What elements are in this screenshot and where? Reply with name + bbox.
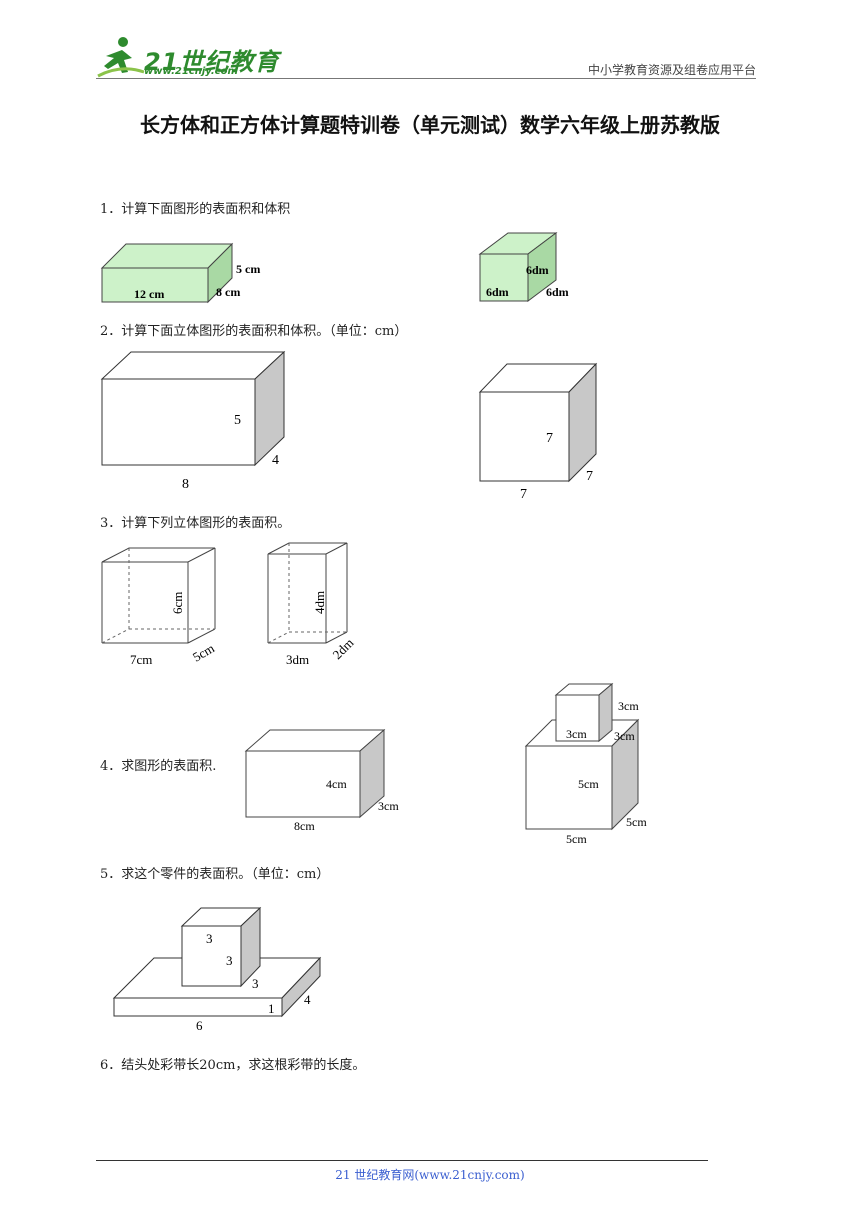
- q1-cube-figure: 6dm 6dm 6dm: [478, 232, 569, 302]
- q1-cuboid-figure: 12 cm 5 cm 8 cm: [100, 242, 260, 304]
- q3a-height-label: 6cm: [170, 592, 185, 614]
- q1a-height-label: 5 cm: [236, 262, 260, 276]
- q3a-width-label: 5cm: [190, 640, 217, 664]
- q3-cuboid-b-figure: 4dm 3dm 2dm: [267, 542, 356, 667]
- footer-link[interactable]: 21 世纪教育网(www.21cnjy.com): [335, 1168, 525, 1182]
- q1b-side-label: 6dm: [546, 285, 569, 299]
- question-2-text: 2．计算下面立体图形的表面积和体积。（单位：cm）: [100, 324, 408, 339]
- q5-base-width-label: 4: [304, 992, 311, 1007]
- q4b-big-height-label: 5cm: [578, 777, 599, 791]
- question-6-text: 6．结头处彩带长20cm，求这根彩带的长度。: [100, 1058, 366, 1073]
- q2a-width-label: 4: [272, 453, 279, 468]
- q4b-small-front-label: 3cm: [566, 727, 587, 741]
- q1a-length-label: 12 cm: [134, 287, 164, 301]
- q4b-small-top-label: 3cm: [618, 699, 639, 713]
- question-3-text: 3．计算下列立体图形的表面积。: [100, 516, 291, 531]
- question-1-text: 1．计算下面图形的表面积和体积: [100, 202, 291, 217]
- question-4-text: 4．求图形的表面积.: [100, 759, 217, 774]
- q4-cuboid-figure: 4cm 3cm 8cm: [244, 728, 399, 833]
- q2a-length-label: 8: [182, 477, 189, 492]
- q3b-height-label: 4dm: [312, 591, 327, 614]
- q4b-big-length-label: 5cm: [566, 832, 587, 846]
- q4b-small-side-label: 3cm: [614, 729, 635, 743]
- q1b-top-label: 6dm: [526, 263, 549, 277]
- q5-cube-front-label: 3: [226, 953, 233, 968]
- q4b-big-width-label: 5cm: [626, 815, 647, 829]
- q5-part-figure: 3 3 3 1 4 6: [112, 906, 322, 1033]
- q4a-length-label: 8cm: [294, 819, 315, 833]
- q5-cube-depth-label: 3: [252, 976, 259, 991]
- q5-cube-top-label: 3: [206, 931, 213, 946]
- logo-text: 21世纪教育: [144, 48, 280, 76]
- q3a-length-label: 7cm: [130, 652, 152, 667]
- footer-divider: [96, 1160, 708, 1161]
- logo-runner-icon: [97, 37, 145, 78]
- question-5-text: 5．求这个零件的表面积。（单位：cm）: [100, 867, 330, 882]
- q2-cuboid-figure: 5 4 8: [100, 350, 286, 492]
- q2b-width-label: 7: [586, 469, 593, 484]
- q4a-width-label: 3cm: [378, 799, 399, 813]
- q2b-height-label: 7: [546, 431, 553, 446]
- q2a-height-label: 5: [234, 413, 241, 428]
- page-title: 长方体和正方体计算题特训卷（单元测试）数学六年级上册苏教版: [140, 113, 720, 137]
- logo-url: www.21cnjy.com: [144, 66, 238, 77]
- q2-cube-figure: 7 7 7: [478, 362, 598, 502]
- q4-stacked-cubes-figure: 3cm 3cm 3cm 5cm 5cm 5cm: [524, 682, 647, 846]
- q1b-front-label: 6dm: [486, 285, 509, 299]
- q5-base-length-label: 6: [196, 1018, 203, 1033]
- q4a-height-label: 4cm: [326, 777, 347, 791]
- q5-base-thickness-label: 1: [268, 1001, 275, 1016]
- q3b-length-label: 3dm: [286, 652, 309, 667]
- q2b-length-label: 7: [520, 487, 527, 502]
- q1a-width-label: 8 cm: [216, 285, 240, 299]
- header-platform-text: 中小学教育资源及组卷应用平台: [587, 63, 756, 77]
- q3-cuboid-figure: 6cm 7cm 5cm: [101, 547, 217, 667]
- header-divider: [96, 78, 756, 79]
